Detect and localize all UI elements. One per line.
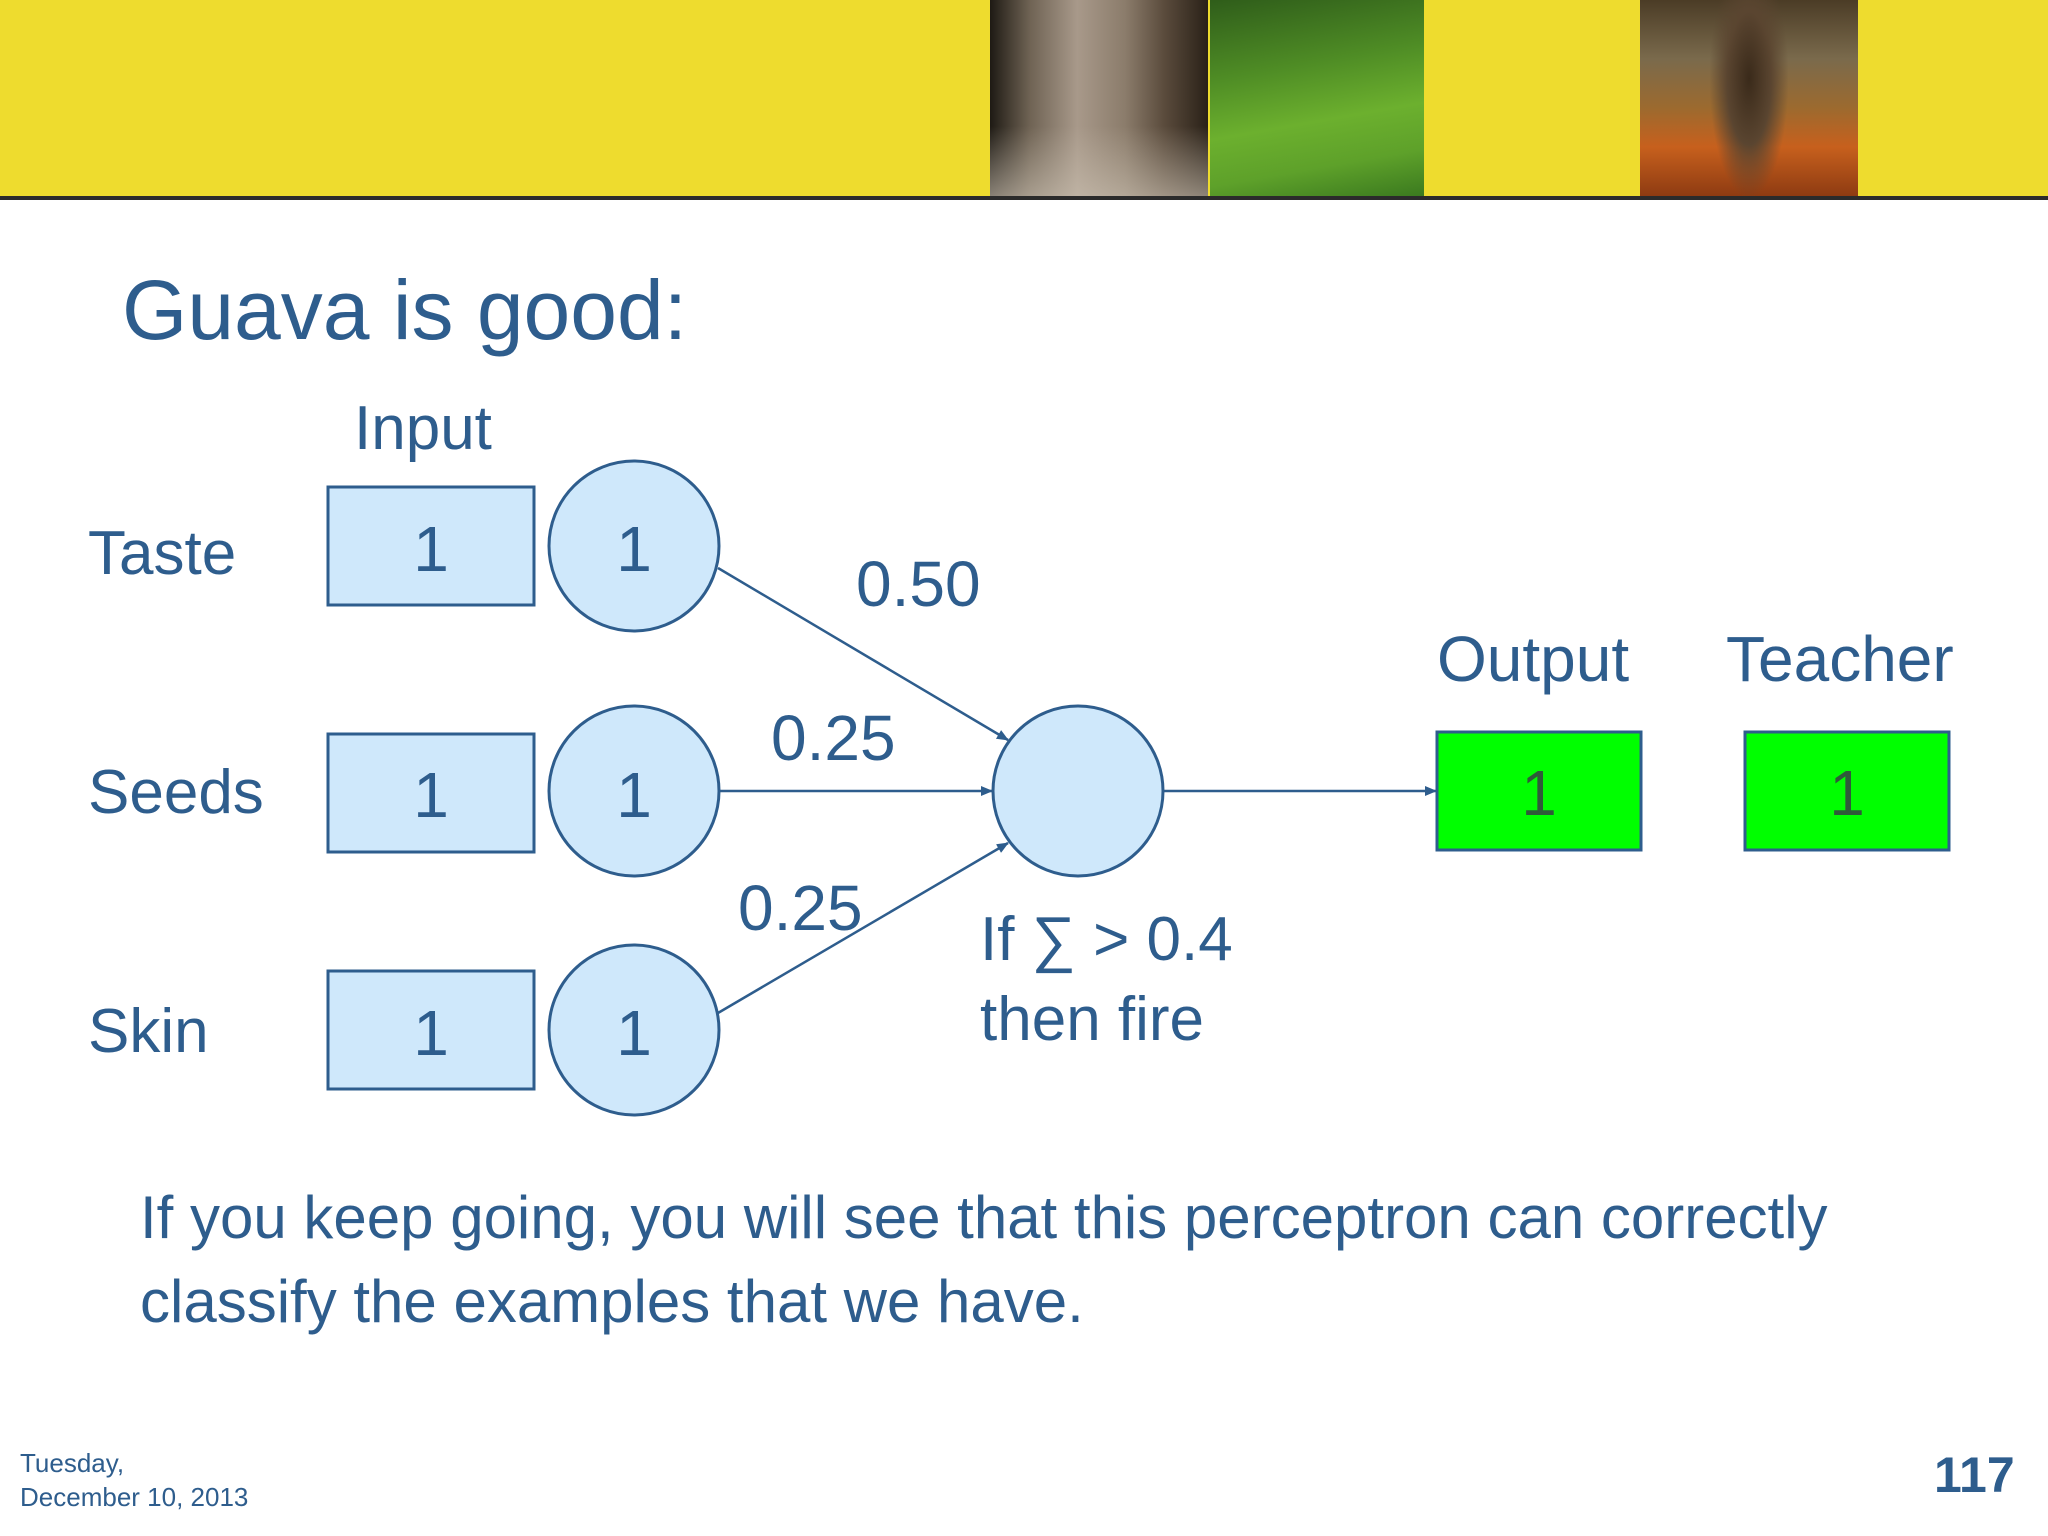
node-value-skin: 1 <box>616 997 652 1069</box>
teacher-value: 1 <box>1829 757 1865 829</box>
output-heading: Output <box>1437 623 1630 695</box>
input-node-seeds <box>547 704 721 878</box>
slide-title: Guava is good: <box>122 263 688 357</box>
input-node-taste <box>547 459 721 633</box>
header-band <box>0 0 2048 196</box>
input-value-skin: 1 <box>413 997 449 1069</box>
node-value-taste: 1 <box>616 513 652 585</box>
page-number: 117 <box>1934 1447 2015 1503</box>
header-divider <box>0 196 2048 200</box>
teacher-box <box>1743 730 1951 852</box>
row-label-taste: Taste <box>88 519 237 588</box>
weight-seeds: 0.25 <box>771 702 896 774</box>
threshold-rule-line2: then fire <box>980 985 1205 1054</box>
edge-taste <box>717 566 1009 742</box>
teacher-heading: Teacher <box>1726 623 1954 695</box>
row-label-seeds: Seeds <box>88 758 264 827</box>
weight-taste: 0.50 <box>856 548 981 620</box>
weight-skin: 0.25 <box>738 872 863 944</box>
photo-tree <box>1640 0 1858 196</box>
photo-misty-forest <box>990 0 1208 196</box>
footer-date-line2: December 10, 2013 <box>20 1482 249 1512</box>
edge-skin <box>717 841 1009 1015</box>
threshold-rule: If ∑ > 0.4 then fire <box>980 900 1233 1060</box>
output-box <box>1435 730 1643 852</box>
input-value-taste: 1 <box>413 513 449 585</box>
input-value-seeds: 1 <box>413 759 449 831</box>
input-heading: Input <box>354 394 492 463</box>
footer-date: Tuesday, December 10, 2013 <box>20 1446 248 1514</box>
input-box-skin <box>326 969 536 1091</box>
node-value-seeds: 1 <box>616 759 652 831</box>
photo-green-field <box>1210 0 1424 196</box>
threshold-rule-line1: If ∑ > 0.4 <box>980 905 1233 974</box>
sum-node <box>991 704 1165 878</box>
input-box-seeds <box>326 732 536 854</box>
row-label-skin: Skin <box>88 997 209 1066</box>
footnote-text: If you keep going, you will see that thi… <box>140 1184 1828 1335</box>
output-value: 1 <box>1521 757 1557 829</box>
input-box-taste <box>326 485 536 607</box>
footer-date-line1: Tuesday, <box>20 1448 125 1478</box>
input-node-skin <box>547 943 721 1117</box>
